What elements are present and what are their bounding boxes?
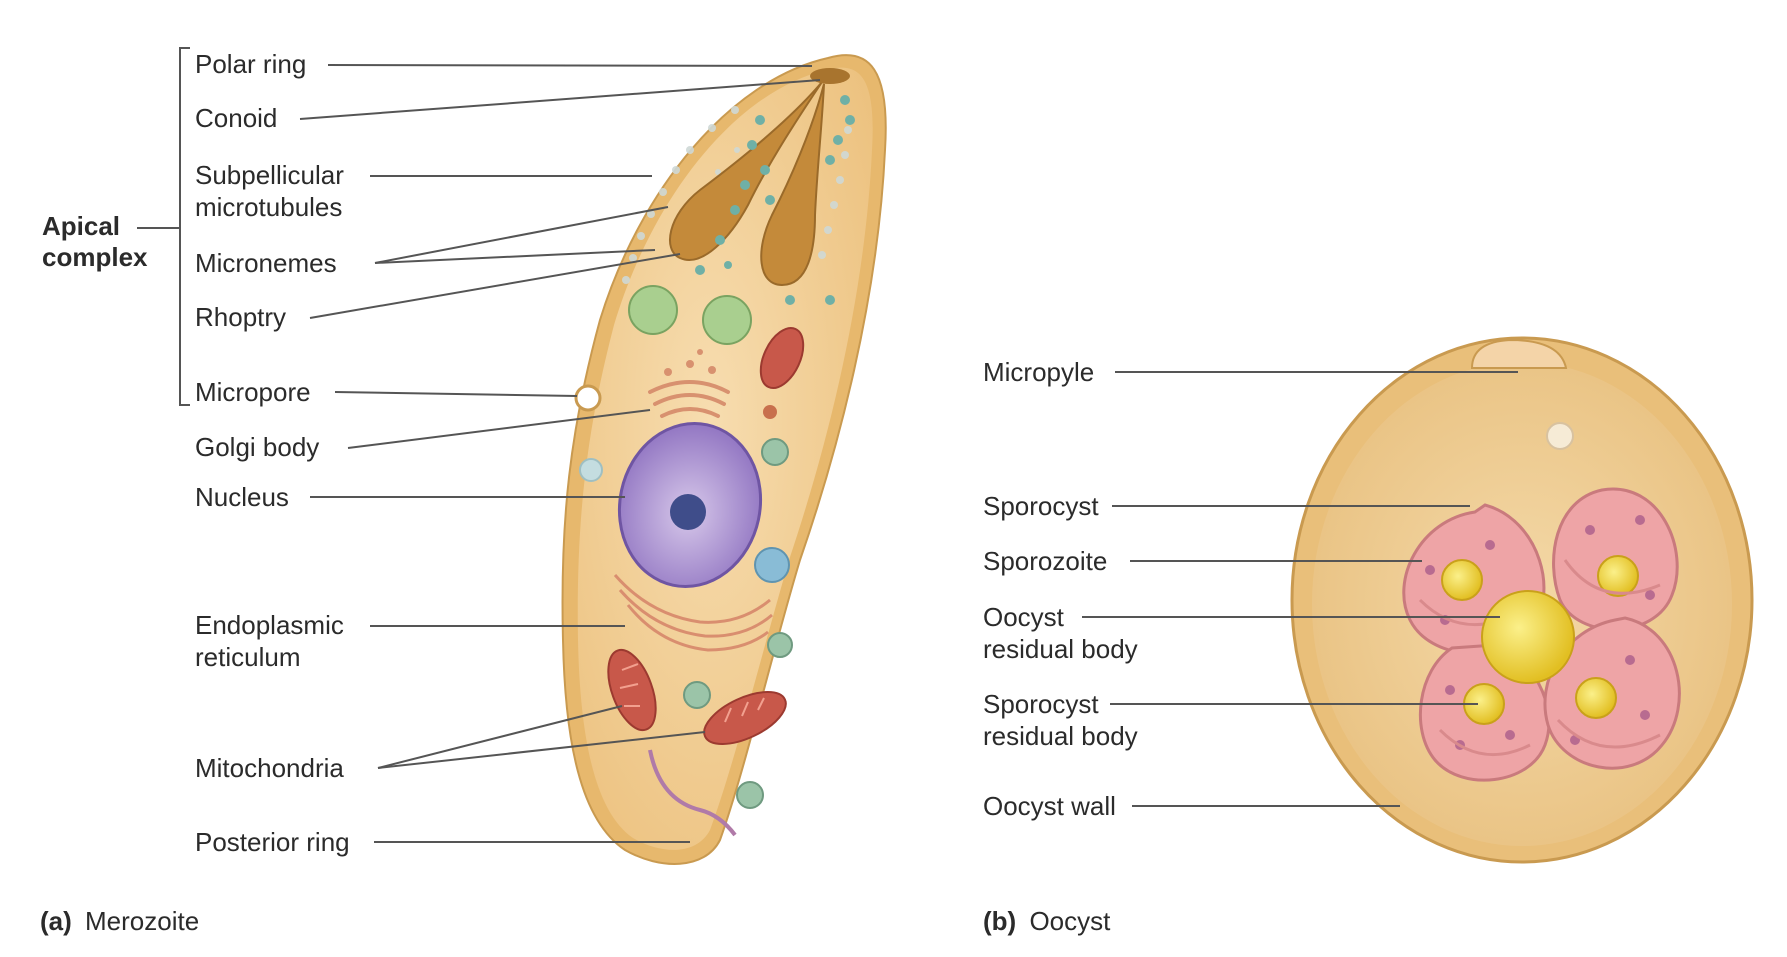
label-conoid: Conoid <box>195 103 277 133</box>
organelle-4 <box>683 681 711 709</box>
label-apical-line1: Apical <box>42 211 120 241</box>
oocyst-illustration <box>1290 336 1754 864</box>
oocyst-residual-body <box>1481 590 1575 684</box>
rhoptry-right <box>760 83 825 287</box>
label-oocyst-wall: Oocyst wall <box>983 791 1116 821</box>
micronemes <box>695 95 855 305</box>
organelle-2 <box>754 547 790 583</box>
golgi-body <box>648 380 730 418</box>
label-subpellicular-line2: microtubules <box>195 192 342 222</box>
label-sporocyst: Sporocyst <box>983 491 1099 521</box>
caption-merozoite: (a) Merozoite <box>40 906 199 936</box>
label-subpellicular-line1: Subpellicular <box>195 160 344 190</box>
caption-oocyst: (b) Oocyst <box>983 906 1111 936</box>
label-apical-line2: complex <box>42 242 148 272</box>
merozoite-leader-lines <box>299 64 821 843</box>
nucleolus <box>670 494 706 530</box>
polar-granule <box>1546 422 1574 450</box>
organelle-3 <box>767 632 793 658</box>
label-micropore: Micropore <box>195 377 311 407</box>
label-mitochondria: Mitochondria <box>195 753 344 783</box>
label-rhoptry: Rhoptry <box>195 302 286 332</box>
caption-oocyst-name: Oocyst <box>1029 906 1111 936</box>
label-oocyst-residual-line1: Oocyst <box>983 602 1065 632</box>
label-er-line2: reticulum <box>195 642 300 672</box>
organelle-6 <box>579 458 603 482</box>
oocyst-leader-lines <box>1082 371 1518 807</box>
endoplasmic-reticulum <box>613 574 773 652</box>
label-sporocyst-residual-line2: residual body <box>983 721 1138 751</box>
label-sporozoite: Sporozoite <box>983 546 1107 576</box>
caption-merozoite-letter: (a) <box>40 906 72 936</box>
mitochondrion-upper-right <box>759 327 805 389</box>
mitochondrion-lower-left <box>607 648 657 732</box>
posterior-filament <box>648 749 737 837</box>
apical-complex-bracket <box>179 47 190 406</box>
micropyle <box>1470 338 1568 369</box>
label-posterior-ring: Posterior ring <box>195 827 350 857</box>
label-oocyst-residual-line2: residual body <box>983 634 1138 664</box>
conoid <box>810 68 850 84</box>
rhoptry-left <box>669 81 823 261</box>
micropore <box>574 384 602 412</box>
mitochondrion-lower-right <box>703 691 787 745</box>
label-polar-ring: Polar ring <box>195 49 306 79</box>
mitochondria-cristae <box>619 663 765 723</box>
organelle-1 <box>761 438 789 466</box>
label-er-line1: Endoplasmic <box>195 610 344 640</box>
merozoite-illustration <box>561 54 887 865</box>
caption-merozoite-name: Merozoite <box>85 906 199 936</box>
golgi-vesicles <box>664 349 716 376</box>
label-micropyle: Micropyle <box>983 357 1094 387</box>
organelle-5 <box>736 781 764 809</box>
sporocyst-top-right <box>1552 487 1679 631</box>
subpellicular-microtubules <box>622 106 852 284</box>
label-golgi-body: Golgi body <box>195 432 319 462</box>
label-sporocyst-residual-line1: Sporocyst <box>983 689 1099 719</box>
dense-granule-1 <box>628 285 678 335</box>
dense-granule-2 <box>702 295 752 345</box>
caption-oocyst-letter: (b) <box>983 906 1016 936</box>
label-micronemes: Micronemes <box>195 248 337 278</box>
organelle-7 <box>763 405 777 419</box>
label-nucleus: Nucleus <box>195 482 289 512</box>
